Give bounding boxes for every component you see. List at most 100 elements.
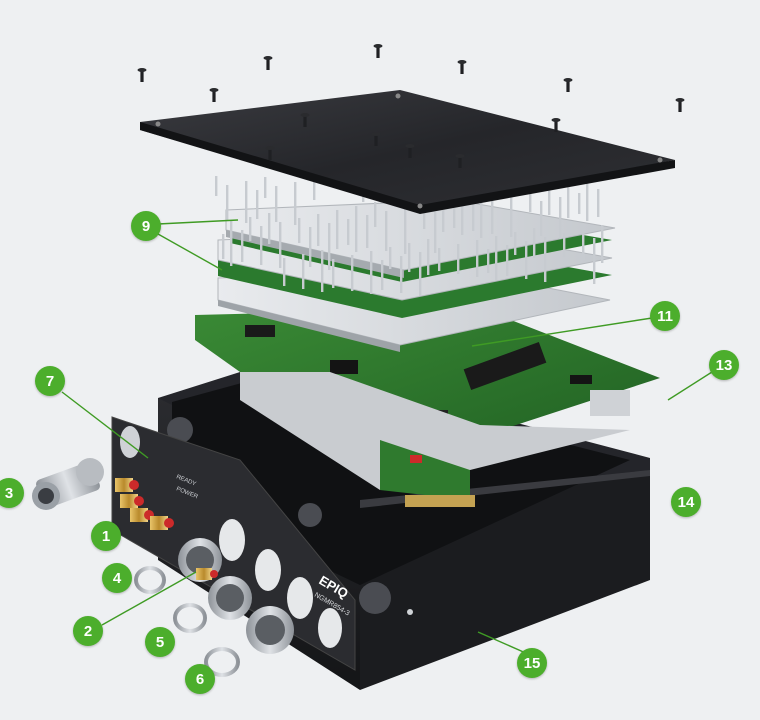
standoff-pin (544, 237, 547, 282)
standoff-pin (275, 186, 278, 222)
screw-shaft (408, 146, 412, 158)
sub-assembly (240, 372, 630, 507)
screw-shaft (303, 115, 307, 127)
standoff-pin (347, 219, 350, 245)
screw-shaft (554, 120, 558, 132)
standoff-pin (487, 249, 490, 273)
standoff-pin (586, 180, 589, 221)
screw-shaft (566, 80, 570, 92)
standoff-pin (506, 245, 509, 276)
standoff-pin (578, 193, 581, 214)
standoff-pin (256, 190, 259, 219)
standoff-pin (317, 214, 320, 246)
standoff-pin (495, 236, 498, 280)
standoff-pin (283, 258, 286, 286)
screw-head (373, 44, 383, 48)
standoff-pin (245, 181, 248, 223)
standoff-pin (529, 192, 532, 212)
board-stack (217, 199, 616, 352)
front-panel: READY POWER EPIQ NGMR854-3 (111, 416, 356, 671)
lock-rings (134, 566, 240, 677)
callout-2-sma-connector: 2 (73, 616, 103, 646)
screw-head (551, 118, 561, 122)
standoff-pin (279, 222, 282, 268)
screw-head (371, 132, 381, 136)
standoff-pin (389, 247, 392, 269)
standoff-pin (264, 177, 267, 198)
standoff-pin (336, 210, 339, 249)
standoff-pin (567, 184, 570, 218)
callout-15-enclosure-base: 15 (517, 648, 547, 678)
standoff-pin (302, 254, 305, 289)
callout-9-stacked-boards: 9 (131, 211, 161, 241)
standoff-pin (427, 239, 430, 275)
standoff-pin (514, 232, 517, 255)
standoff-pin (559, 197, 562, 239)
standoff-pin (480, 191, 483, 238)
standoff-pin (230, 221, 233, 266)
standoff-pin (400, 256, 403, 293)
screw-head (265, 146, 275, 150)
standoff-pin (491, 200, 494, 234)
circular-connectors (178, 538, 294, 654)
top-lid (140, 90, 675, 214)
standoff-pin (419, 252, 422, 296)
standoff-pin (298, 218, 301, 243)
leader-lines (61, 219, 713, 655)
callout-7-front-panel: 7 (35, 366, 65, 396)
screw-shaft (268, 148, 272, 160)
standoff-pin (548, 188, 551, 215)
standoff-pin (328, 223, 331, 270)
standoff-pin (453, 208, 456, 228)
callout-3-coax-connector: 3 (0, 478, 24, 508)
standoff-pin (355, 206, 358, 252)
standoff-pin (313, 178, 316, 200)
standoff-pin (593, 238, 596, 284)
coax-connector (32, 458, 104, 510)
screw-shaft (678, 100, 682, 112)
standoff-pin (563, 233, 566, 257)
screw-head (675, 98, 685, 102)
standoff-pin (582, 229, 585, 260)
standoff-pin (461, 195, 464, 235)
screw-head (300, 113, 310, 117)
screw-head (455, 154, 465, 158)
screw-shaft (212, 90, 216, 102)
standoff-pin (241, 230, 244, 262)
standoff-pin (442, 199, 445, 232)
screw-head (563, 78, 573, 82)
screw-shaft (374, 134, 378, 146)
standoff-pin (222, 234, 225, 259)
standoff-pin (423, 203, 426, 229)
standoff-pin (366, 215, 369, 248)
standoff-pin (533, 228, 536, 258)
standoff-pin (268, 213, 271, 244)
standoff-pin (510, 196, 513, 237)
standoff-pin (476, 240, 479, 277)
standoff-pin (434, 212, 437, 253)
screw-head (457, 60, 467, 64)
standoff-pin (525, 241, 528, 279)
standoff-pin (408, 243, 411, 272)
callout-1-sma-connectors: 1 (91, 521, 121, 551)
standoff-pin (260, 226, 263, 265)
screw-head (137, 68, 147, 72)
standoff-pin (332, 259, 335, 288)
standoff-pin (309, 227, 312, 267)
standoff-pin (215, 176, 218, 196)
callout-5-lock-ring: 5 (145, 627, 175, 657)
standoff-pin (438, 248, 441, 271)
screw-head (209, 88, 219, 92)
standoff-pin (381, 260, 384, 290)
screw-shaft (376, 46, 380, 58)
standoff-pin (321, 250, 324, 292)
standoff-pin (404, 207, 407, 254)
standoff-pins (215, 176, 604, 296)
sma-connector-row (115, 478, 174, 530)
screw-shaft (266, 58, 270, 70)
standoff-pin (472, 204, 475, 231)
standoff-pin (385, 211, 388, 251)
screw-shaft (140, 70, 144, 82)
screw-shaft (460, 62, 464, 74)
